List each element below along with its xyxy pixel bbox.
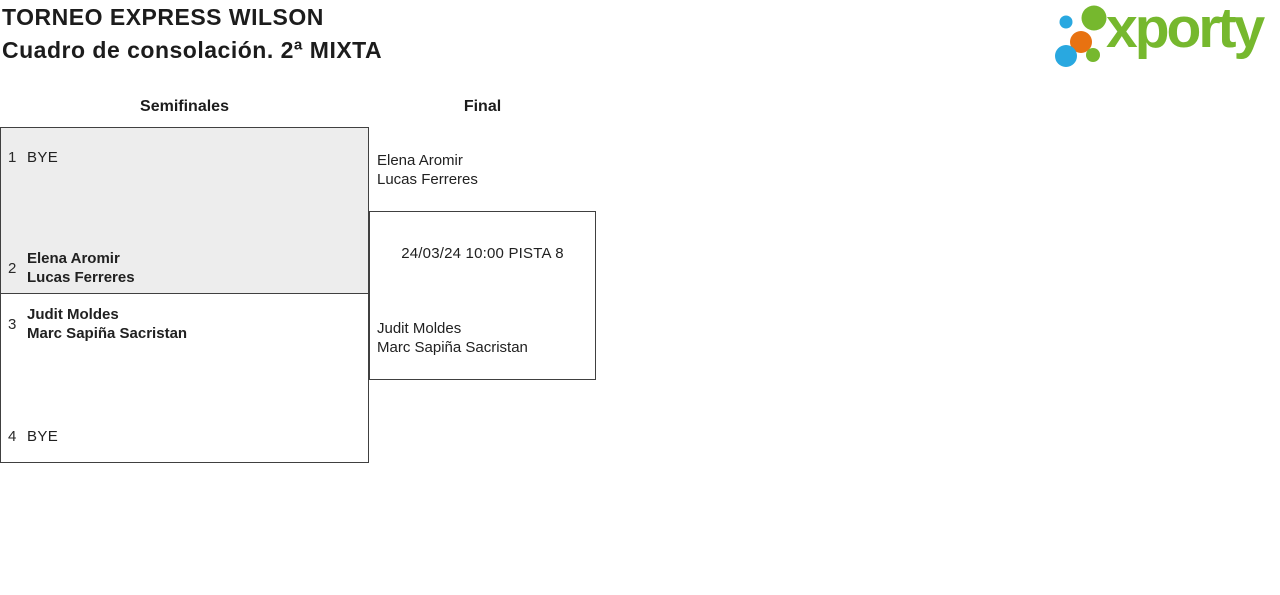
xporty-wordmark: xporty: [1106, 0, 1265, 60]
xporty-dots-icon: [1055, 5, 1107, 67]
bracket-slot-2: 2 Elena Aromir Lucas Ferreres: [8, 249, 135, 287]
slot-3-seed: 3: [8, 315, 17, 333]
tournament-title: TORNEO EXPRESS WILSON: [2, 4, 324, 30]
xporty-logo: xporty: [1046, 0, 1278, 72]
slot-1-team: BYE: [27, 149, 59, 166]
slot-1-seed: 1: [8, 149, 17, 166]
bracket-slot-1: 1 BYE: [8, 148, 58, 167]
bracket-subtitle: Cuadro de consolación. 2ª MIXTA: [2, 37, 383, 63]
team-name-line: Marc Sapiña Sacristan: [377, 339, 528, 356]
final-top-team: Elena Aromir Lucas Ferreres: [377, 151, 478, 189]
round-header-final: Final: [463, 98, 502, 115]
slot-3-team: Judit Moldes Marc Sapiña Sacristan: [27, 305, 187, 343]
final-match-box[interactable]: [369, 211, 596, 380]
semifinal-2-match-box[interactable]: [0, 293, 369, 463]
slot-2-seed: 2: [8, 259, 17, 277]
final-bottom-team: Judit Moldes Marc Sapiña Sacristan: [377, 319, 528, 357]
team-name-line: Lucas Ferreres: [27, 269, 135, 286]
final-match-schedule: 24/03/24 10:00 PISTA 8: [401, 245, 564, 262]
team-name-line: Judit Moldes: [377, 320, 462, 337]
team-name-line: Marc Sapiña Sacristan: [27, 325, 188, 342]
team-name-line: Elena Aromir: [27, 250, 120, 267]
team-name-line: Judit Moldes: [27, 306, 119, 323]
header-title-block: TORNEO EXPRESS WILSON Cuadro de consolac…: [2, 1, 382, 67]
bracket-slot-3: 3 Judit Moldes Marc Sapiña Sacristan: [8, 305, 187, 343]
team-name-line: Lucas Ferreres: [377, 171, 478, 188]
slot-4-team: BYE: [27, 428, 59, 445]
round-header-semifinales: Semifinales: [140, 98, 229, 115]
slot-2-team: Elena Aromir Lucas Ferreres: [27, 249, 135, 287]
team-name-line: Elena Aromir: [377, 152, 463, 169]
slot-4-seed: 4: [8, 428, 17, 445]
bracket-slot-4: 4 BYE: [8, 427, 58, 446]
semifinal-1-match-box[interactable]: [0, 127, 369, 294]
